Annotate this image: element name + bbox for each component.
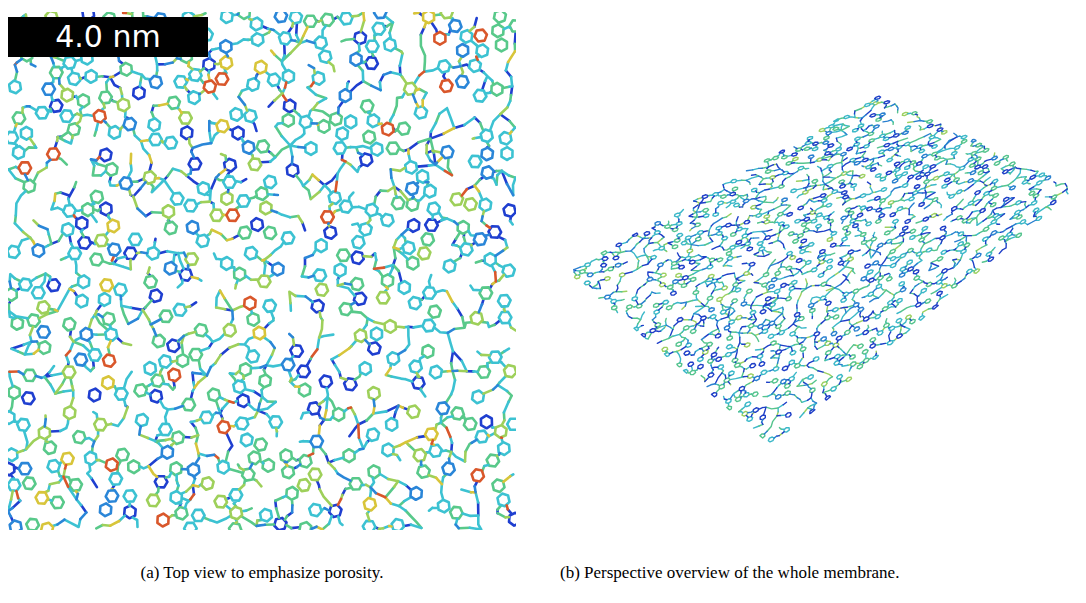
bond-lines <box>9 13 507 527</box>
bond-lines <box>575 101 1063 435</box>
bond-lines <box>11 12 516 529</box>
scale-label: 4.0 nm <box>8 22 208 52</box>
bond-lines <box>574 96 1067 436</box>
top-view-network <box>8 12 516 530</box>
figure-caption: (a) Top view to emphasize porosity. <box>12 562 512 583</box>
perspective-network <box>574 96 1068 442</box>
bond-lines <box>576 99 1068 442</box>
bond-lines <box>8 12 513 530</box>
bond-lines <box>8 12 516 530</box>
bond-lines <box>574 102 1067 438</box>
bond-lines <box>574 99 1051 438</box>
bond-lines <box>16 12 515 530</box>
scale-bar: 4.0 nm <box>8 17 208 57</box>
figure-caption: (b) Perspective overview of the whole me… <box>560 562 1080 583</box>
